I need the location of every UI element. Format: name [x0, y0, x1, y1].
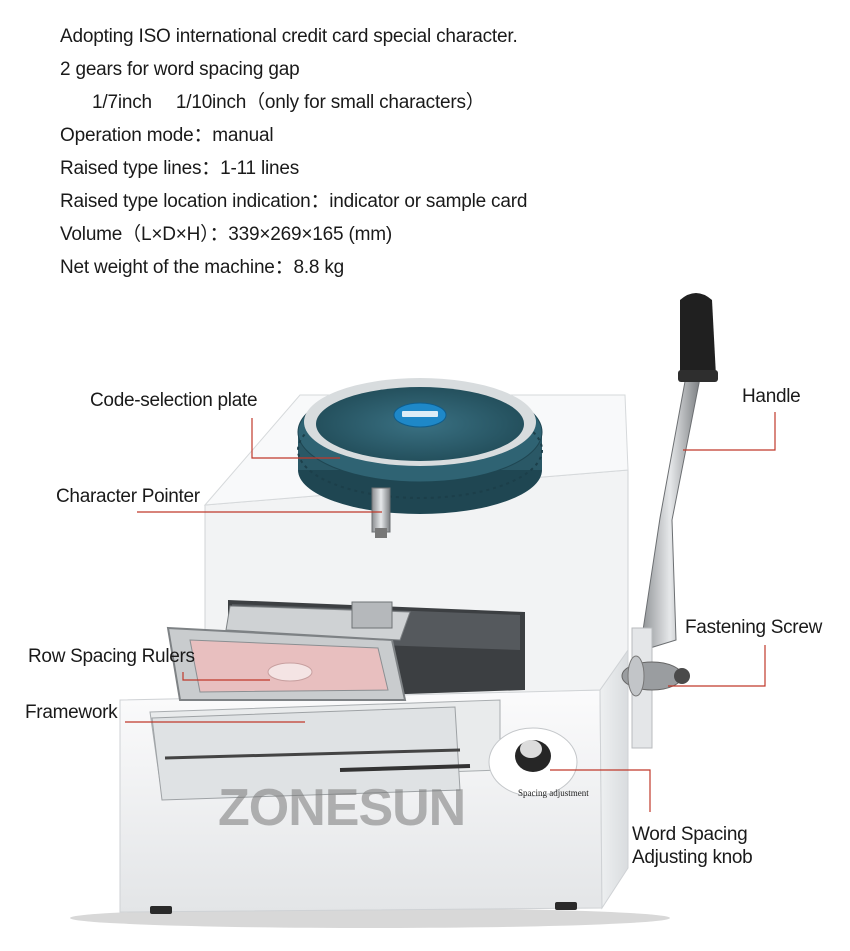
machine-shadow: [70, 908, 670, 928]
label-code-selection-plate: Code-selection plate: [90, 390, 258, 411]
spec-gears: 2 gears for word spacing gap: [60, 59, 300, 80]
spec-operation-mode: Operation mode：manual: [60, 125, 274, 146]
leader-fastening-screw: [668, 645, 766, 687]
label-framework: Framework: [25, 702, 118, 723]
label-handle: Handle: [742, 386, 801, 407]
knob-caption: Spacing adjustment: [518, 788, 589, 798]
spec-volume: Volume（L×D×H）：339×269×165 (mm): [60, 224, 392, 245]
spec-location-indication: Raised type location indication：indicato…: [60, 191, 528, 212]
leader-word-spacing: [550, 769, 651, 812]
spec-net-weight: Net weight of the machine：8.8 kg: [60, 257, 345, 278]
framework-tray: [149, 699, 501, 801]
handle-assembly: [621, 293, 718, 749]
leader-handle: [683, 412, 776, 451]
label-word-spacing-knob: Word Spacing Adjusting knob: [632, 823, 832, 869]
spec-gear-1-10: 1/10inch（only for small characters）: [175, 92, 485, 113]
code-selection-dial: [297, 378, 543, 514]
spec-type-lines: Raised type lines：1-11 lines: [60, 158, 300, 179]
spec-gear-1-7: 1/7inch: [92, 92, 152, 113]
leader-row-spacing: [182, 672, 270, 681]
leader-lines: [125, 412, 776, 812]
spec-iso: Adopting ISO international credit card s…: [60, 26, 518, 47]
label-word-spacing-line2: Adjusting knob: [632, 847, 753, 868]
label-row-spacing-rulers: Row Spacing Rulers: [28, 646, 195, 667]
word-spacing-knob: Spacing adjustment: [488, 727, 589, 798]
brand-watermark: ZONESUN: [218, 779, 466, 837]
character-pointer: [371, 487, 391, 538]
label-fastening-screw: Fastening Screw: [685, 617, 823, 638]
card-holder-frame: [166, 601, 411, 701]
spec-gear-values: 1/7inch 1/10inch（only for small character…: [60, 86, 527, 119]
label-word-spacing-line1: Word Spacing: [632, 824, 748, 845]
spec-list: Adopting ISO international credit card s…: [60, 20, 527, 284]
leader-code-selection: [251, 418, 340, 459]
label-character-pointer: Character Pointer: [56, 486, 200, 507]
